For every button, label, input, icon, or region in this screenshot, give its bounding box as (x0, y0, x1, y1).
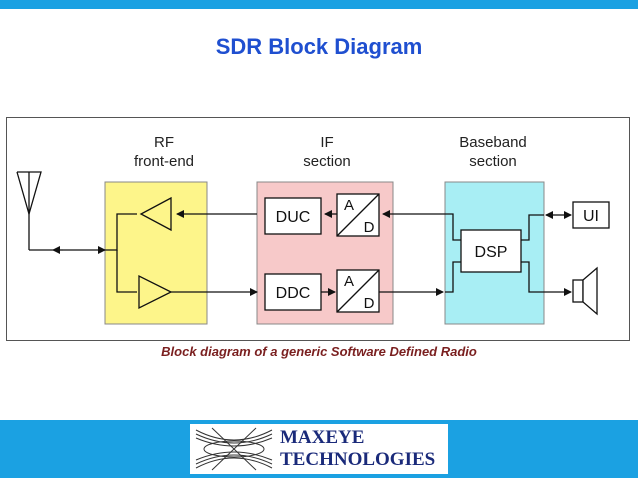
dsp-label: DSP (475, 244, 508, 261)
sdr-block-diagram: RF front-end IF section Baseband section… (16, 134, 610, 325)
baseband-header-line2: section (469, 153, 517, 170)
rf-header-line2: front-end (134, 153, 194, 170)
diagram-caption: Block diagram of a generic Software Defi… (161, 344, 477, 359)
converter-bottom-d: D (364, 295, 375, 312)
diagram-frame: RF front-end IF section Baseband section… (6, 117, 630, 341)
speaker-icon (572, 266, 598, 316)
rf-frontend-section (104, 181, 208, 325)
converter-bottom-block (336, 269, 380, 313)
logo-line-1: MAXEYE (280, 427, 365, 448)
ddc-label: DDC (276, 285, 311, 302)
rf-header-line1: RF (154, 134, 174, 151)
top-accent-bar (0, 0, 638, 9)
tx-amplifier-icon (139, 196, 172, 232)
rf-wiring (105, 213, 137, 293)
ui-label: UI (583, 208, 599, 225)
rx-amplifier-icon (138, 274, 173, 310)
slide-title: SDR Block Diagram (215, 34, 423, 59)
converter-bottom-a: A (344, 273, 354, 290)
duc-label: DUC (276, 209, 311, 226)
company-logo: MAXEYE TECHNOLOGIES (190, 424, 448, 474)
antenna-icon (16, 171, 53, 251)
if-header-line1: IF (320, 134, 333, 151)
logo-line-2: TECHNOLOGIES (280, 449, 436, 470)
converter-top-d: D (364, 219, 375, 236)
converter-top-a: A (344, 197, 354, 214)
ddc-block (264, 273, 322, 311)
logo-emblem-icon (195, 427, 273, 471)
baseband-wiring (445, 213, 544, 293)
baseband-header-line1: Baseband (459, 134, 527, 151)
ui-block (572, 201, 610, 229)
dsp-block (460, 229, 522, 273)
duc-block (264, 197, 322, 235)
converter-top-block (336, 193, 380, 237)
if-header-line2: section (303, 153, 351, 170)
